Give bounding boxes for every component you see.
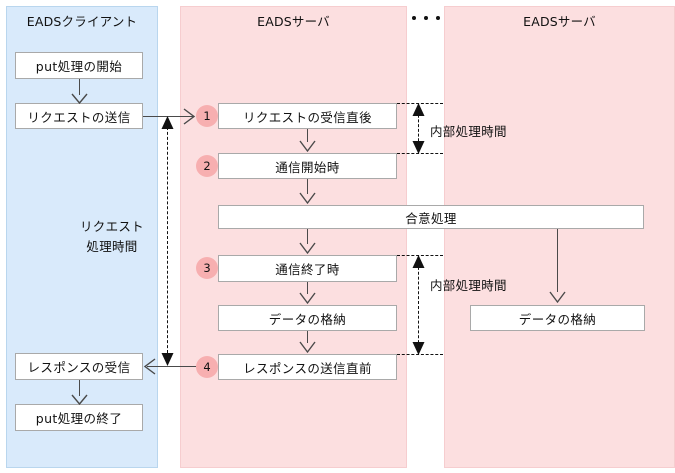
internal-time-1-top-guide bbox=[397, 103, 443, 104]
step-receive-response: レスポンスの受信 bbox=[15, 353, 143, 380]
arrowhead-up-internal-time-1 bbox=[412, 103, 425, 116]
internal-time-1-measure-line bbox=[418, 110, 419, 146]
step-badge-2: 2 bbox=[196, 155, 218, 177]
connector-s1-3-to-store bbox=[307, 282, 308, 294]
step-badge-1: 1 bbox=[196, 105, 218, 127]
arrowhead-down-s1-1 bbox=[299, 140, 316, 153]
arrowhead-down-s2-1 bbox=[549, 291, 566, 304]
lane-title-client: EADSクライアント bbox=[26, 14, 138, 29]
label-request-processing-time-line1: リクエスト bbox=[79, 219, 144, 234]
arrowhead-down-request-time bbox=[161, 353, 174, 366]
ellipsis-icon bbox=[412, 16, 440, 20]
internal-time-1-bottom-guide bbox=[397, 153, 443, 154]
arrowhead-down-s1-2 bbox=[299, 192, 316, 205]
connector-request-to-server bbox=[143, 116, 194, 117]
connector-s1-1-to-2 bbox=[307, 129, 308, 142]
step-put-start: put処理の開始 bbox=[15, 52, 143, 79]
connector-response-to-client bbox=[147, 366, 196, 367]
lane-client bbox=[6, 6, 158, 468]
step-before-response-send: レスポンスの送信直前 bbox=[218, 354, 397, 380]
internal-time-2-measure-line bbox=[418, 262, 419, 348]
arrowhead-left-response bbox=[143, 358, 156, 375]
arrowhead-right-request bbox=[183, 108, 196, 125]
arrowhead-down-client-2 bbox=[71, 394, 88, 406]
connector-put-start-to-send bbox=[79, 79, 80, 95]
step-consensus: 合意処理 bbox=[218, 205, 644, 229]
arrowhead-down-internal-time-1 bbox=[412, 141, 425, 154]
arrowhead-down-s1-3 bbox=[299, 242, 316, 255]
internal-time-2-bottom-guide bbox=[397, 354, 443, 355]
connector-store-to-s1-4 bbox=[307, 331, 308, 343]
connector-response-to-put-end bbox=[79, 380, 80, 396]
arrowhead-down-s1-4 bbox=[299, 292, 316, 305]
step-badge-4: 4 bbox=[196, 356, 218, 378]
arrowhead-down-internal-time-2 bbox=[412, 342, 425, 355]
internal-time-2-top-guide bbox=[397, 255, 443, 256]
lane-server-2 bbox=[444, 6, 675, 468]
arrowhead-up-internal-time-2 bbox=[412, 255, 425, 268]
arrowhead-down-client-1 bbox=[71, 93, 88, 105]
arrowhead-up-request-time bbox=[161, 116, 174, 129]
lane-title-server-2: EADSサーバ bbox=[523, 14, 596, 29]
lane-title-server-1: EADSサーバ bbox=[257, 14, 330, 29]
step-put-end: put処理の終了 bbox=[15, 404, 143, 431]
connector-consensus-to-store-server2 bbox=[557, 229, 558, 292]
request-time-dashed-line bbox=[167, 122, 168, 358]
lane-server-1 bbox=[180, 6, 407, 468]
label-internal-processing-time-2: 内部処理時間 bbox=[430, 278, 507, 293]
step-request-received: リクエストの受信直後 bbox=[218, 103, 397, 129]
step-communication-end: 通信終了時 bbox=[218, 255, 397, 282]
step-communication-start: 通信開始時 bbox=[218, 153, 397, 179]
arrowhead-down-s1-5 bbox=[299, 341, 316, 354]
connector-s1-2-to-consensus bbox=[307, 179, 308, 194]
connector-consensus-to-s1-3 bbox=[307, 229, 308, 244]
label-request-processing-time-line2: 処理時間 bbox=[86, 239, 138, 254]
label-internal-processing-time-1: 内部処理時間 bbox=[430, 124, 507, 139]
step-store-data-server2: データの格納 bbox=[470, 305, 645, 331]
step-badge-3: 3 bbox=[196, 257, 218, 279]
step-send-request: リクエストの送信 bbox=[15, 103, 143, 129]
step-store-data: データの格納 bbox=[218, 305, 397, 331]
